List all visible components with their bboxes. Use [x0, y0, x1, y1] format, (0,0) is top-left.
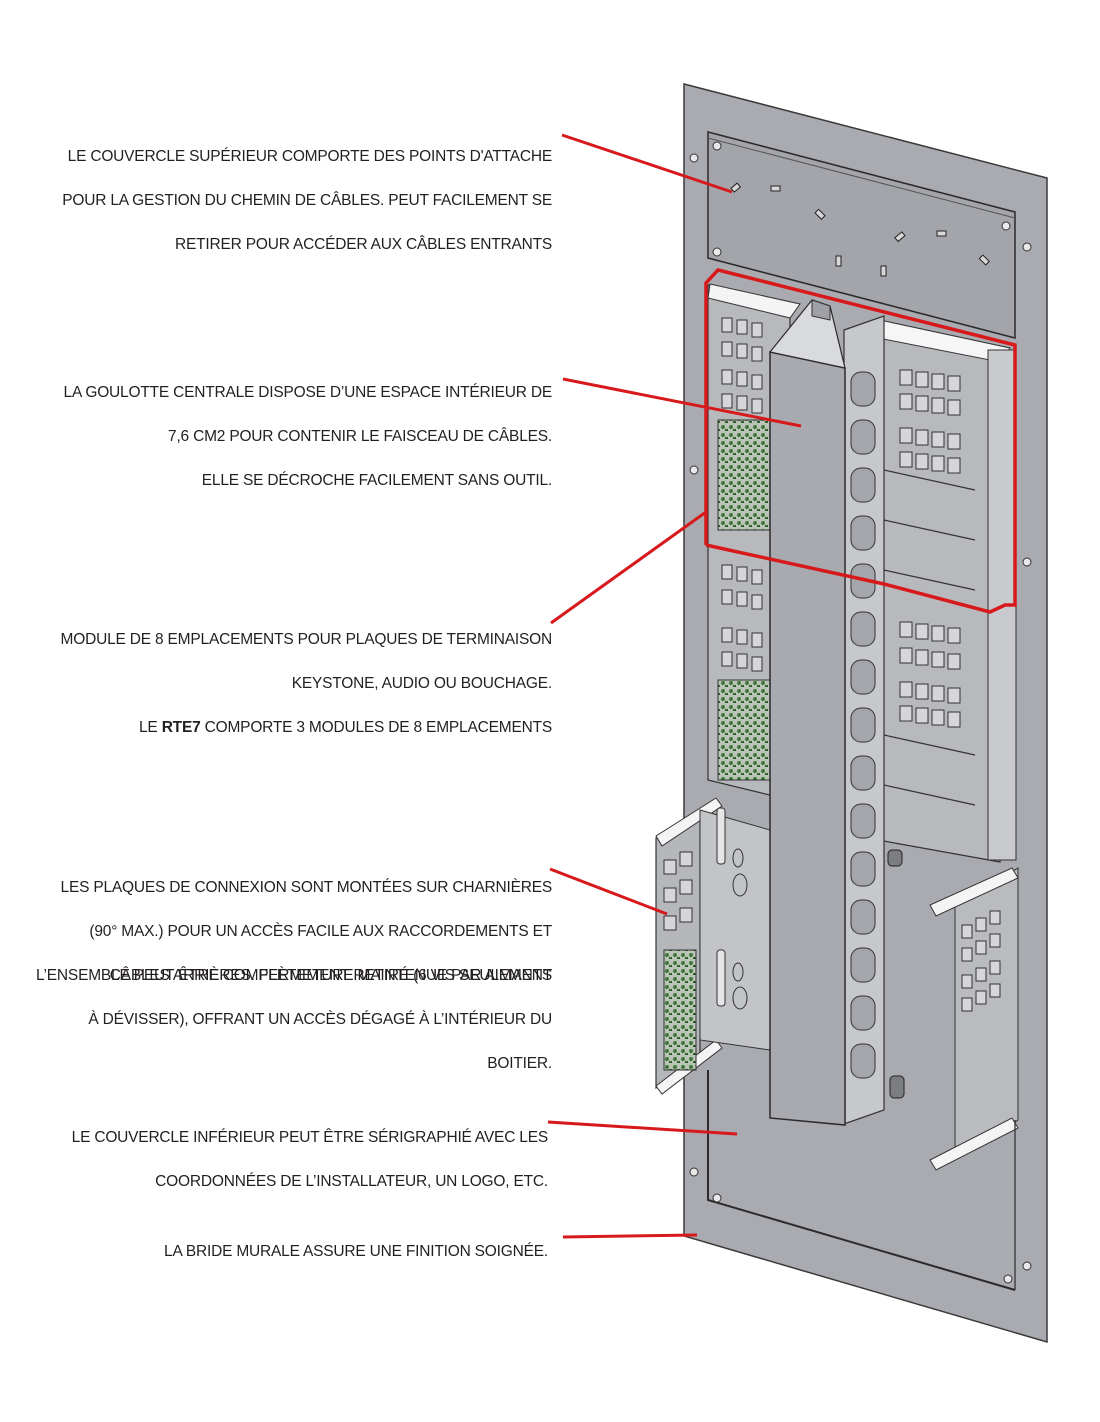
flange-screws — [689, 153, 1032, 1271]
callout-module-8-slots: MODULE DE 8 EMPLACEMENTS POUR PLAQUES DE… — [60, 607, 553, 761]
leader-top-cover — [561, 133, 733, 194]
callout-line: LA GOULOTTE CENTRALE DISPOSE D’UNE ESPAC… — [63, 384, 553, 401]
product-name-rte7: RTE7 — [161, 719, 201, 736]
leader-bottom-cover — [547, 1120, 738, 1136]
callout-line: 7,6 CM2 POUR CONTENIR LE FAISCEAU DE CÂB… — [168, 428, 552, 445]
callout-line: ELLE SE DÉCROCHE FACILEMENT SANS OUTIL. — [201, 472, 552, 489]
callout-line: LE COUVERCLE SUPÉRIEUR COMPORTE DES POIN… — [67, 148, 553, 165]
callout-line: LA BRIDE MURALE ASSURE UNE FINITION SOIG… — [164, 1243, 548, 1260]
central-duct — [769, 351, 846, 1126]
callout-central-duct: LA GOULOTTE CENTRALE DISPOSE D’UNE ESPAC… — [63, 360, 553, 514]
callout-line: MODULE DE 8 EMPLACEMENTS POUR PLAQUES DE… — [60, 631, 553, 648]
callout-bottom-cover: LE COUVERCLE INFÉRIEUR PEUT ÊTRE SÉRIGRA… — [71, 1105, 549, 1215]
leader-hinged-plates — [549, 867, 668, 916]
pcb-modules-left — [717, 419, 771, 781]
callout-line: KEYSTONE, AUDIO OU BOUCHAGE. — [291, 675, 552, 692]
callout-line: LES PLAQUES DE CONNEXION SONT MONTÉES SU… — [60, 879, 553, 896]
callout-top-cover: LE COUVERCLE SUPÉRIEUR COMPORTE DES POIN… — [62, 124, 552, 278]
callout-line: POUR LA GESTION DU CHEMIN DE CÂBLES. PEU… — [62, 192, 552, 209]
keystone-slots-left — [721, 317, 763, 672]
callout-leaders — [547, 133, 802, 1239]
callout-line: À DÉVISSER), OFFRANT UN ACCÈS DÉGAGÉ À L… — [88, 1011, 552, 1028]
callout-line: L’ENSEMBLE PEUT ÊTRE COMPLÈTEMENT RETIRÉ… — [35, 967, 552, 984]
hinges — [716, 807, 726, 1007]
callout-text: COMPORTE 3 MODULES DE 8 EMPLACEMENTS — [200, 719, 553, 736]
ladder-slots — [850, 371, 876, 1079]
leader-wall-flange — [562, 1233, 698, 1239]
callout-line: CÂBLES ARRIÈRES. FERMETURE MAINTENUE PAR… — [109, 967, 552, 984]
callout-line: (90° MAX.) POUR UN ACCÈS FACILE AUX RACC… — [89, 923, 552, 940]
callout-line: LE COUVERCLE INFÉRIEUR PEUT ÊTRE SÉRIGRA… — [71, 1129, 549, 1146]
callout-line: LE RTE7 COMPORTE 3 MODULES DE 8 EMPLACEM… — [61, 717, 552, 739]
keystone-slots-right — [899, 369, 961, 728]
callout-line: COORDONNÉES DE L’INSTALLATEUR, UN LOGO, … — [155, 1173, 548, 1190]
magnets — [887, 849, 905, 1099]
callout-removable-assembly: L’ENSEMBLE PEUT ÊTRE COMPLÈTEMENT RETIRÉ… — [36, 943, 552, 1097]
callout-line: RETIRER POUR ACCÉDER AUX CÂBLES ENTRANTS — [175, 236, 552, 253]
leader-central-duct — [562, 377, 802, 428]
top-cover — [707, 131, 1016, 339]
callout-line: BOITIER. — [487, 1055, 552, 1072]
cable-tie-points — [730, 182, 990, 277]
hinged-plate-right — [954, 867, 1019, 1161]
module-highlight-box — [704, 268, 1017, 614]
callout-text: LE — [139, 719, 162, 736]
leader-module — [550, 510, 707, 625]
callout-wall-flange: LA BRIDE MURALE ASSURE UNE FINITION SOIG… — [164, 1219, 548, 1285]
callout-hinged-plates: LES PLAQUES DE CONNEXION SONT MONTÉES SU… — [60, 855, 553, 1009]
